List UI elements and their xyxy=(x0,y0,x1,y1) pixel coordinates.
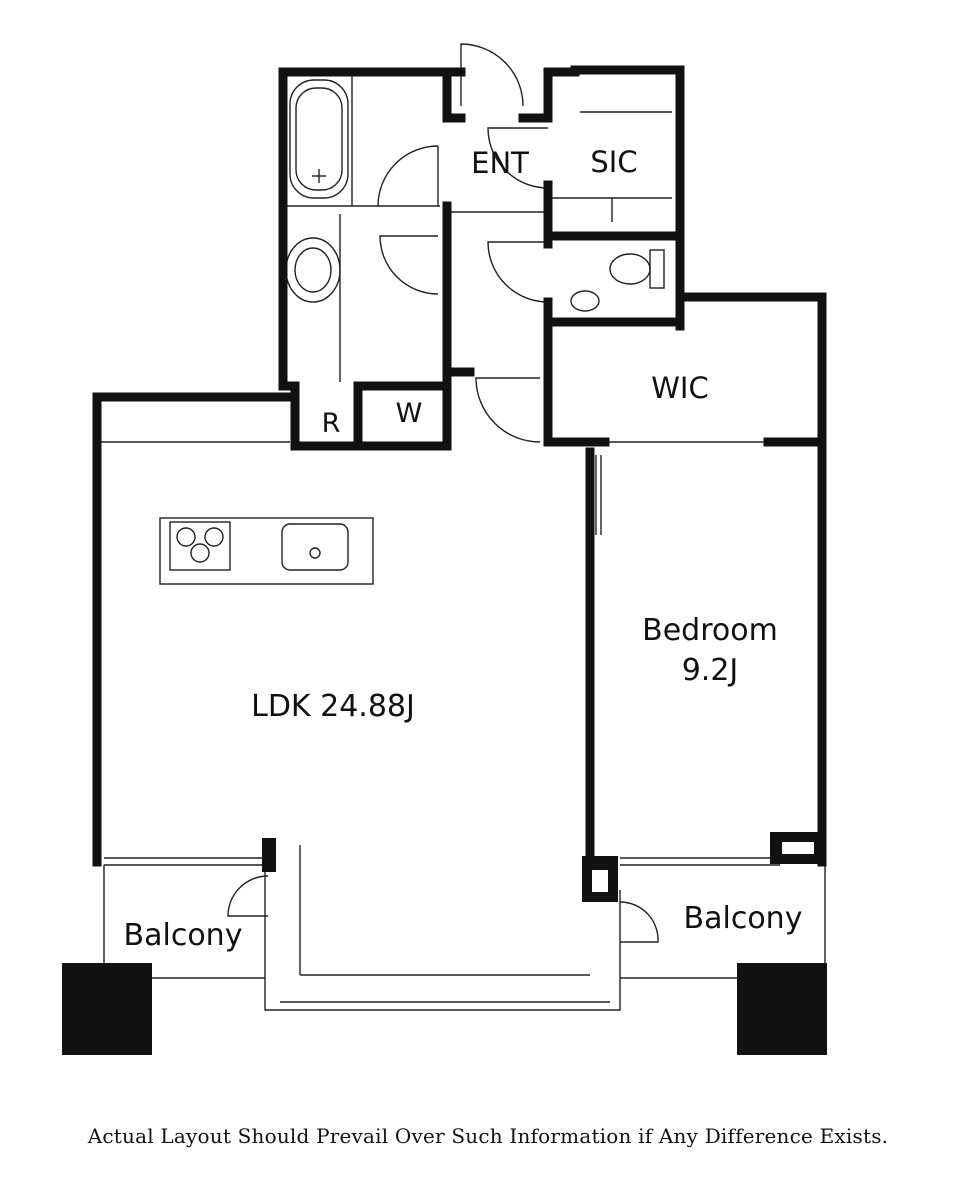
balcony-right-label: Balcony xyxy=(684,901,803,936)
bedroom-size-label: 9.2J xyxy=(682,653,739,688)
washer-label: W xyxy=(396,398,423,429)
walls xyxy=(92,65,827,873)
pillars xyxy=(62,832,827,1055)
balcony-left-label: Balcony xyxy=(124,918,243,953)
entrance-label: ENT xyxy=(471,146,529,180)
refrigerator-label: R xyxy=(322,408,341,439)
thin-lines xyxy=(101,43,826,1011)
bedroom-label: Bedroom xyxy=(642,613,778,648)
walk-in-closet-label: WIC xyxy=(651,371,708,405)
disclaimer-text: Actual Layout Should Prevail Over Such I… xyxy=(87,1124,889,1148)
ldk-label: LDK 24.88J xyxy=(251,689,415,724)
shoe-closet-label: SIC xyxy=(590,145,637,179)
